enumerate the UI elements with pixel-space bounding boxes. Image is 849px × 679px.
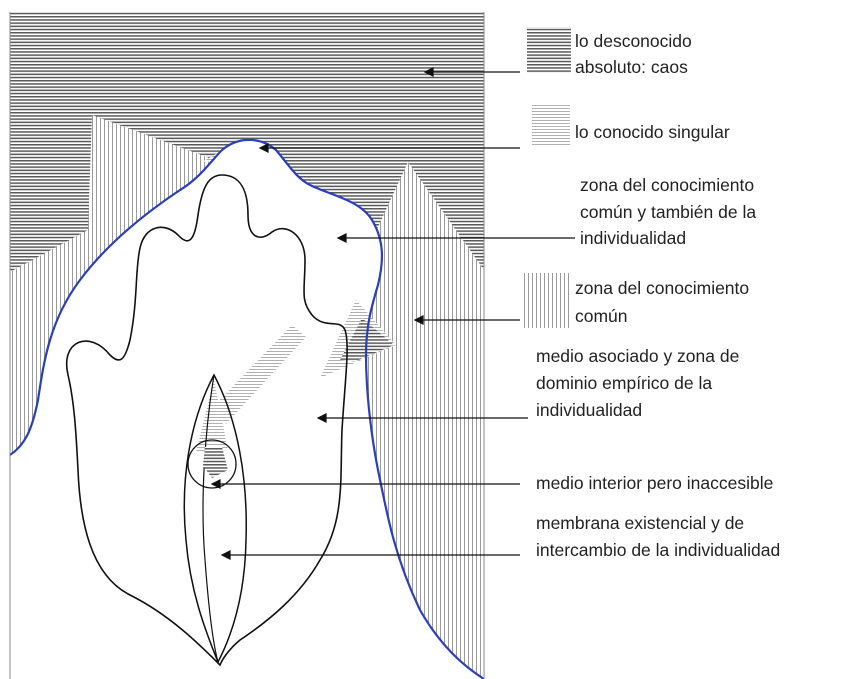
legend-swatch-common [521, 273, 571, 328]
label-membrane-line1: membrana existencial y de [536, 513, 744, 533]
label-chaos-line1: lo desconocido [575, 31, 692, 51]
label-common-line2: común [575, 306, 628, 326]
label-common-individual-line1: zona del conocimiento [580, 175, 754, 195]
label-chaos-line2: absoluto: caos [575, 57, 688, 77]
label-inner-medium: medio interior pero inaccesible [536, 473, 773, 493]
label-associated-line1: medio asociado y zona de [536, 346, 739, 366]
label-associated-line3: individualidad [536, 400, 642, 420]
legend-swatch-chaos [527, 27, 571, 73]
label-common-individual-line3: individualidad [580, 228, 686, 248]
legend-swatch-singular [532, 103, 570, 145]
label-associated-line2: dominio empírico de la [536, 373, 712, 393]
label-singular: lo conocido singular [575, 122, 730, 142]
label-common-line1: zona del conocimiento [575, 278, 749, 298]
diagram-frame [10, 12, 484, 679]
label-common-individual-line2: común y también de la [580, 202, 756, 222]
label-membrane-line2: intercambio de la individualidad [536, 540, 780, 560]
